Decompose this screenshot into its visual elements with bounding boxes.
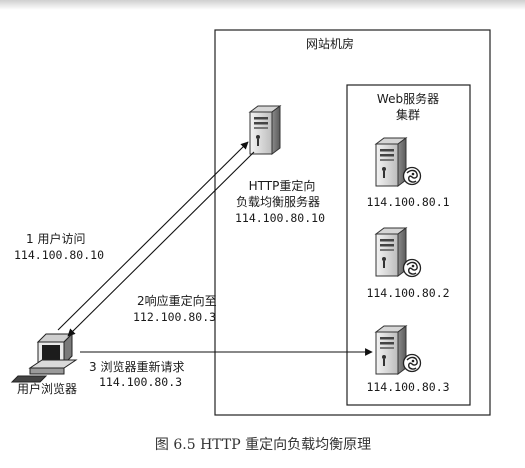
figure-caption: 图 6.5 HTTP 重定向负载均衡原理 xyxy=(154,437,372,453)
cropped-header-strip xyxy=(0,0,525,10)
step2-label: 2响应重定向至 xyxy=(137,294,217,308)
datacenter-label: 网站机房 xyxy=(306,37,355,51)
web-server-3-ip: 114.100.80.3 xyxy=(366,380,450,394)
step2-arrow xyxy=(67,151,255,337)
web-server-3-icon xyxy=(375,325,422,375)
lb-server-label-line2: 负载均衡服务器 xyxy=(235,195,321,209)
step2-ip: 112.100.80.3 xyxy=(133,310,217,324)
lb-server-label-line1: HTTP重定向 xyxy=(248,179,316,193)
step1-label: 1 用户访问 xyxy=(26,232,86,246)
step1-arrow xyxy=(57,141,249,331)
client-label: 用户浏览器 xyxy=(17,382,78,396)
web-server-1-icon xyxy=(375,137,422,187)
web-cluster-label-line1: Web服务器 xyxy=(376,92,440,106)
lb-server-ip: 114.100.80.10 xyxy=(234,211,326,225)
step3-label: 3 浏览器重新请求 xyxy=(89,360,185,374)
client-computer-icon xyxy=(10,332,78,383)
web-server-1-ip: 114.100.80.1 xyxy=(366,195,450,209)
step3-ip: 114.100.80.3 xyxy=(99,375,183,389)
web-cluster-label-line2: 集群 xyxy=(395,108,421,122)
web-cluster-box xyxy=(346,84,471,406)
datacenter-box xyxy=(214,29,491,416)
step1-ip: 114.100.80.10 xyxy=(14,248,105,262)
web-server-2-ip: 114.100.80.2 xyxy=(366,286,450,300)
lb-server-icon xyxy=(249,105,281,155)
web-server-2-icon xyxy=(375,227,422,278)
